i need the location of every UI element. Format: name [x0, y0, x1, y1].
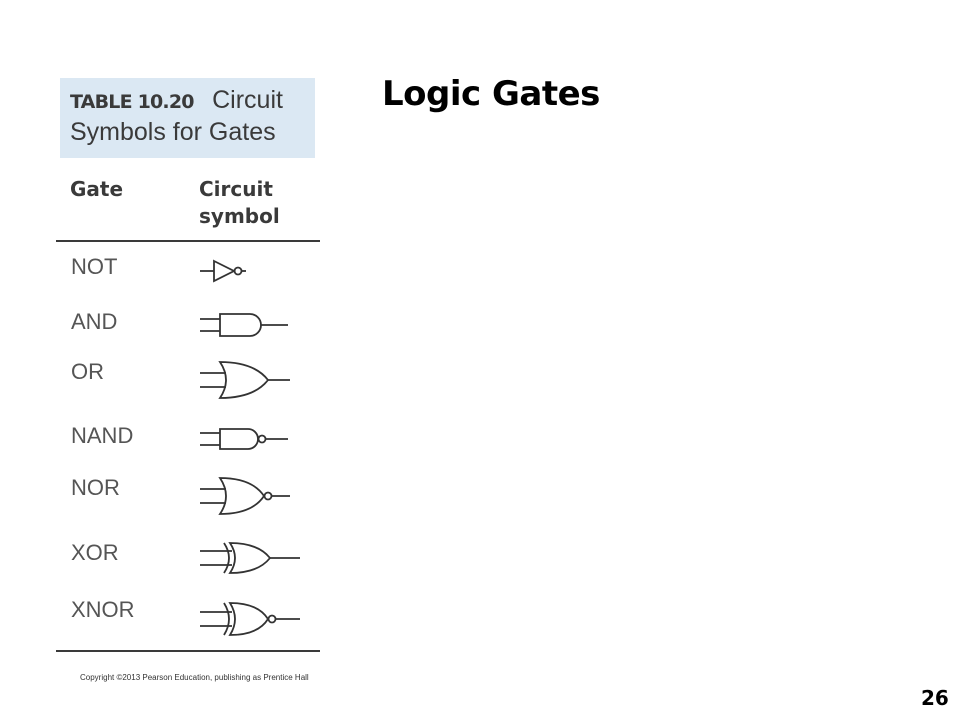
column-header-symbol-line2: symbol — [199, 204, 280, 228]
xnor-gate-symbol — [200, 599, 304, 639]
gate-name: AND — [71, 309, 118, 334]
table-caption-line1: Circuit — [212, 86, 283, 114]
table-row: XOR — [56, 540, 320, 590]
gate-name: NAND — [71, 423, 134, 448]
nand-gate-symbol — [200, 424, 300, 454]
table-caption-line2: Symbols for Gates — [70, 118, 276, 146]
gate-name: XNOR — [71, 597, 135, 622]
gate-name: OR — [71, 359, 104, 384]
not-gate-symbol — [200, 256, 290, 286]
table-caption: TABLE 10.20 Circuit Symbols for Gates — [60, 78, 315, 158]
table-row: NOR — [56, 475, 320, 525]
gate-name: NOR — [71, 475, 120, 500]
nor-gate-symbol — [200, 475, 300, 517]
table-row: NOT — [56, 254, 320, 304]
column-header-symbol-line1: Circuit — [199, 177, 273, 201]
or-gate-symbol — [200, 359, 300, 401]
gates-table: TABLE 10.20 Circuit Symbols for Gates Ga… — [56, 78, 320, 688]
footer-rule — [56, 650, 320, 652]
table-label: TABLE 10.20 — [70, 91, 194, 113]
copyright-text: Copyright ©2013 Pearson Education, publi… — [80, 673, 309, 682]
column-header-symbol: Circuit symbol — [199, 176, 280, 230]
page-number: 26 — [921, 686, 949, 710]
table-row: NAND — [56, 423, 320, 473]
table-row: AND — [56, 309, 320, 359]
column-header-gate: Gate — [70, 177, 124, 201]
slide-title: Logic Gates — [382, 74, 600, 114]
xor-gate-symbol — [200, 540, 304, 576]
gate-name: NOT — [71, 254, 118, 279]
gate-name: XOR — [71, 540, 119, 565]
table-row: XNOR — [56, 597, 320, 647]
header-rule — [56, 240, 320, 242]
and-gate-symbol — [200, 310, 300, 340]
table-row: OR — [56, 359, 320, 409]
